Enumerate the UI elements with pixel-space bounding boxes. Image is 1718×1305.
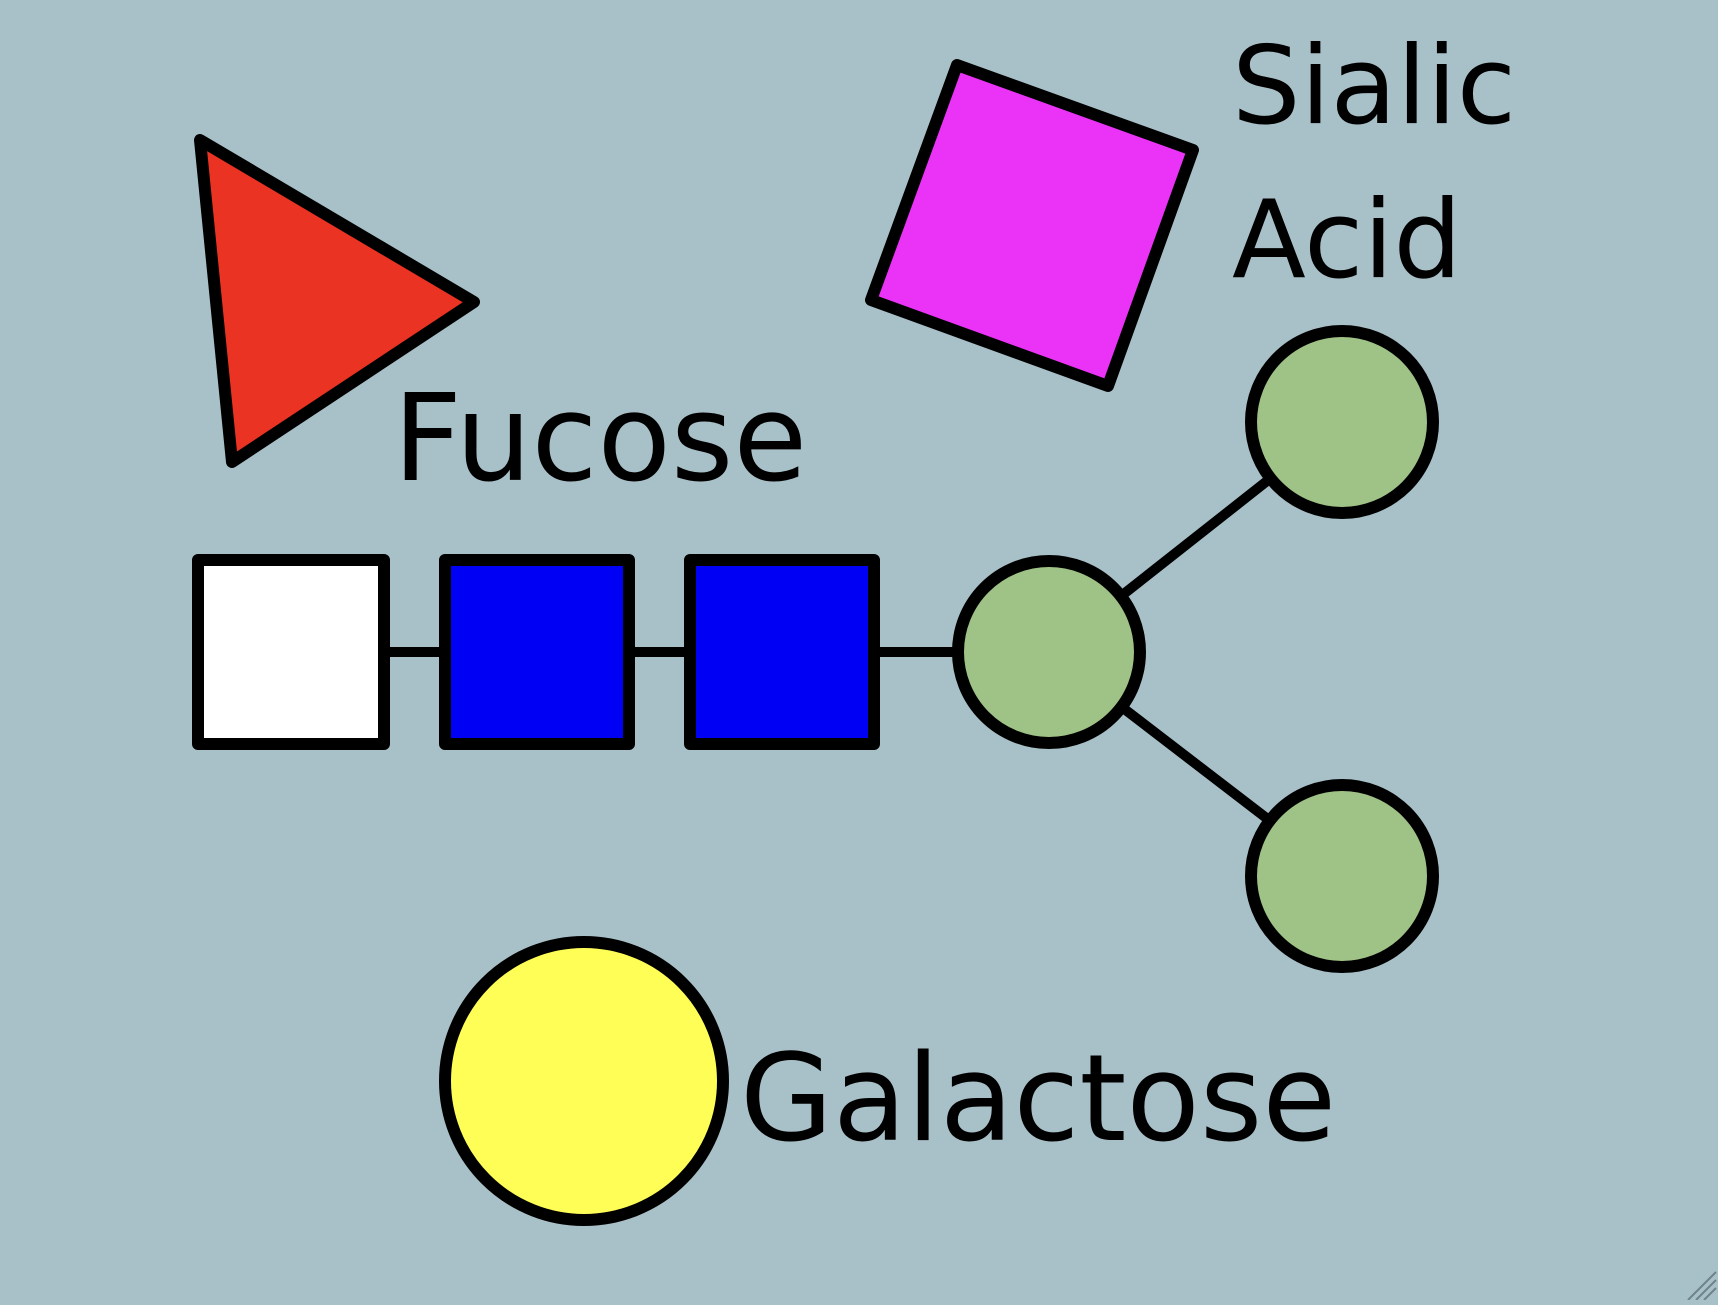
green-circle-center [952, 555, 1146, 749]
sialic-label-line1: Sialic [1232, 24, 1516, 149]
white-square [192, 554, 390, 750]
sialic-label-line2: Acid [1232, 178, 1462, 303]
galactose-circle [439, 936, 729, 1226]
sialic-acid-diamond [865, 59, 1199, 392]
fucose-label: Fucose [393, 370, 807, 509]
galactose-label: Galactose [740, 1030, 1336, 1169]
green-circle-upper [1245, 325, 1439, 519]
blue-square-1 [439, 554, 635, 750]
green-circle-lower [1245, 779, 1439, 973]
blue-square-2 [684, 554, 880, 750]
fucose-triangle [194, 134, 480, 468]
resize-grip-icon[interactable] [1687, 1271, 1717, 1301]
